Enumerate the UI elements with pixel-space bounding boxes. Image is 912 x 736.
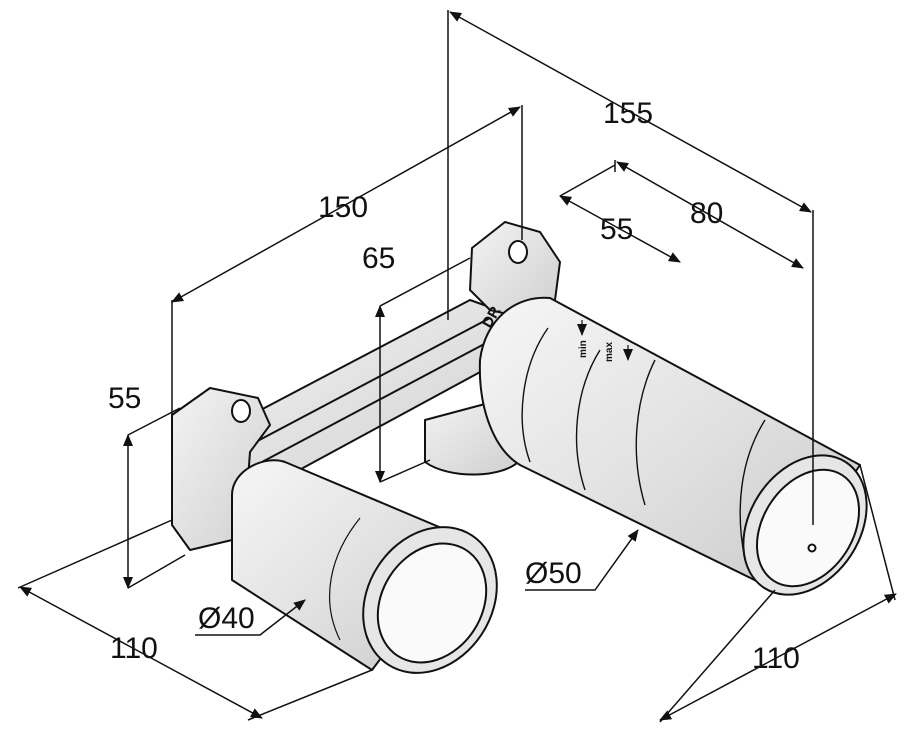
right-cylinder-end-inner (755, 468, 861, 588)
leader-dia50 (525, 529, 639, 591)
dim-line-55-top (559, 195, 681, 263)
collar-ring-2 (575, 349, 601, 491)
collar-ring-1 (521, 327, 549, 463)
dim-line-110-left (19, 586, 263, 719)
dim-line-110-right (659, 593, 897, 721)
collar-ring-4 (739, 419, 766, 561)
left-cylinder-end-inner (376, 542, 488, 664)
dimension-lines (17, 10, 897, 723)
dim-65: 65 (362, 242, 395, 275)
dim-110-right: 110 (752, 642, 800, 675)
collar-ring-3 (635, 359, 656, 506)
right-screw-hole (508, 240, 528, 264)
dim-55-left: 55 (108, 382, 141, 415)
left-screw-hole (231, 399, 251, 423)
dim-150: 150 (318, 191, 368, 224)
right-outlet-cylinder (478, 296, 868, 596)
left-outlet-cylinder (231, 459, 498, 674)
left-cylinder-seam (329, 517, 361, 641)
dim-80: 80 (690, 197, 723, 230)
center-point (807, 543, 817, 553)
dim-110-left: 110 (110, 632, 158, 665)
dim-line-150 (171, 106, 521, 303)
dim-155: 155 (603, 97, 653, 130)
gauge-label-min: min (578, 340, 589, 358)
leader-dia40 (195, 599, 306, 636)
dim-dia40: Ø40 (198, 602, 255, 635)
gauge-label-max: max (604, 342, 615, 362)
dim-55-top: 55 (600, 213, 633, 246)
dim-dia50: Ø50 (525, 557, 582, 590)
dim-line-80 (616, 161, 804, 269)
